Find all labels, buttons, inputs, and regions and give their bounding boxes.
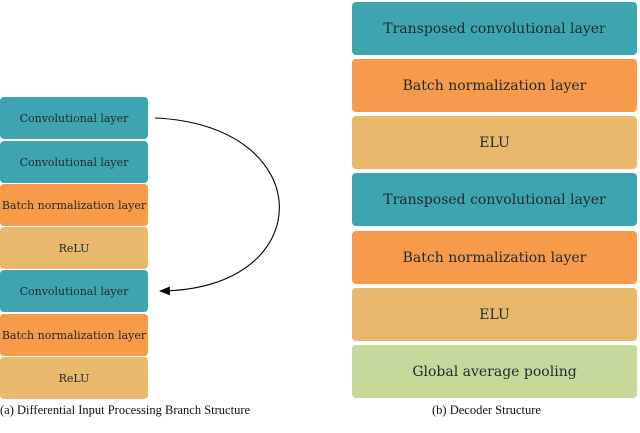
layer-label: ELU [479, 134, 510, 151]
left-layer-3-batchnorm: Batch normalization layer [0, 184, 148, 226]
decoder-layer-7-global-avg-pool: Global average pooling [352, 345, 637, 398]
layer-label: Global average pooling [412, 363, 577, 380]
layer-label: Convolutional layer [19, 284, 129, 298]
layer-label: ELU [479, 306, 510, 323]
left-layer-5-conv: Convolutional layer [0, 270, 148, 312]
layer-label: Transposed convolutional layer [383, 191, 606, 208]
layer-label: Transposed convolutional layer [383, 20, 606, 37]
decoder-layer-4-transposed-conv: Transposed convolutional layer [352, 173, 637, 226]
caption-a: (a) Differential Input Processing Branch… [0, 403, 251, 417]
layer-label: Batch normalization layer [402, 77, 587, 94]
decoder-layer-2-batchnorm: Batch normalization layer [352, 59, 637, 112]
decoder-layer-5-batchnorm: Batch normalization layer [352, 231, 637, 284]
layer-label: ReLU [58, 371, 90, 385]
left-layer-6-batchnorm: Batch normalization layer [0, 314, 148, 356]
layer-label: Convolutional layer [19, 111, 129, 125]
left-layer-4-relu: ReLU [0, 227, 148, 269]
decoder-layer-3-elu: ELU [352, 116, 637, 169]
layer-label: Batch normalization layer [1, 328, 147, 342]
layer-label: Batch normalization layer [1, 198, 147, 212]
layer-label: Batch normalization layer [402, 249, 587, 266]
decoder-layer-6-elu: ELU [352, 288, 637, 341]
layer-label: Convolutional layer [19, 155, 129, 169]
layer-label: ReLU [58, 241, 90, 255]
left-layer-1-conv: Convolutional layer [0, 97, 148, 139]
left-layer-2-conv: Convolutional layer [0, 141, 148, 183]
left-layer-7-relu: ReLU [0, 357, 148, 399]
caption-b: (b) Decoder Structure [432, 403, 541, 417]
decoder-layer-1-transposed-conv: Transposed convolutional layer [352, 2, 637, 55]
